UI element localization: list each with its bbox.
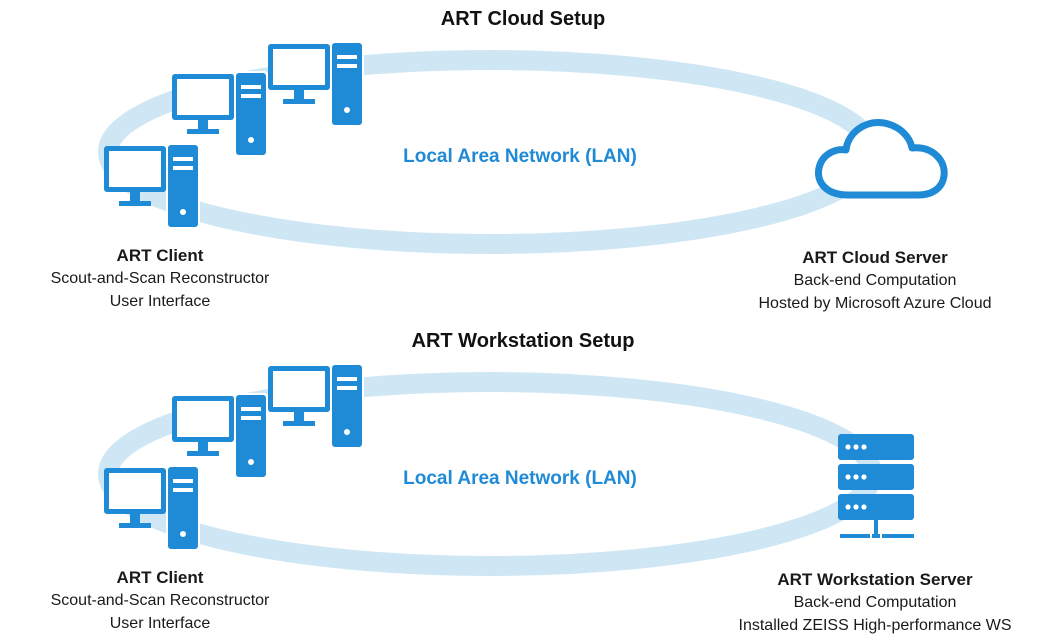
server-rack-icon (838, 434, 914, 538)
cloud-setup-diagram (98, 41, 948, 254)
section-title: ART Workstation Setup (411, 330, 635, 352)
computer-icon (172, 393, 268, 479)
cloud-setup-section: ART Cloud Setup Local Area Network (LAN)… (0, 0, 1046, 320)
client-caption: ART Client Scout-and-Scan Reconstructor … (0, 566, 320, 635)
section-title: ART Cloud Setup (440, 8, 606, 30)
client-line: User Interface (109, 293, 211, 310)
server-title: ART Cloud Server (802, 248, 948, 267)
client-caption: ART Client Scout-and-Scan Reconstructor … (0, 244, 320, 313)
workstation-setup-section: ART Workstation Setup Local Area Network… (0, 322, 1046, 642)
computer-icon (172, 71, 268, 157)
computer-icon (268, 41, 364, 127)
client-line: User Interface (109, 615, 211, 632)
server-line: Installed ZEISS High-performance WS (738, 617, 1012, 634)
server-line: Back-end Computation (793, 594, 957, 611)
workstation-setup-diagram (98, 363, 914, 576)
computer-icon (104, 143, 200, 229)
client-title: ART Client (116, 246, 204, 265)
computer-icon (104, 465, 200, 551)
server-line: Back-end Computation (793, 272, 957, 289)
computer-icon (268, 363, 364, 449)
client-line: Scout-and-Scan Reconstructor (50, 592, 270, 609)
server-caption: ART Cloud Server Back-end Computation Ho… (704, 246, 1046, 315)
cloud-icon (814, 119, 948, 199)
server-title: ART Workstation Server (777, 570, 973, 589)
server-caption: ART Workstation Server Back-end Computat… (704, 568, 1046, 637)
server-line: Hosted by Microsoft Azure Cloud (758, 295, 992, 312)
computer-cluster-icon (104, 363, 364, 551)
lan-label: Local Area Network (LAN) (403, 468, 637, 489)
lan-label: Local Area Network (LAN) (403, 146, 637, 167)
computer-cluster-icon (104, 41, 364, 229)
client-line: Scout-and-Scan Reconstructor (50, 270, 270, 287)
client-title: ART Client (116, 568, 204, 587)
